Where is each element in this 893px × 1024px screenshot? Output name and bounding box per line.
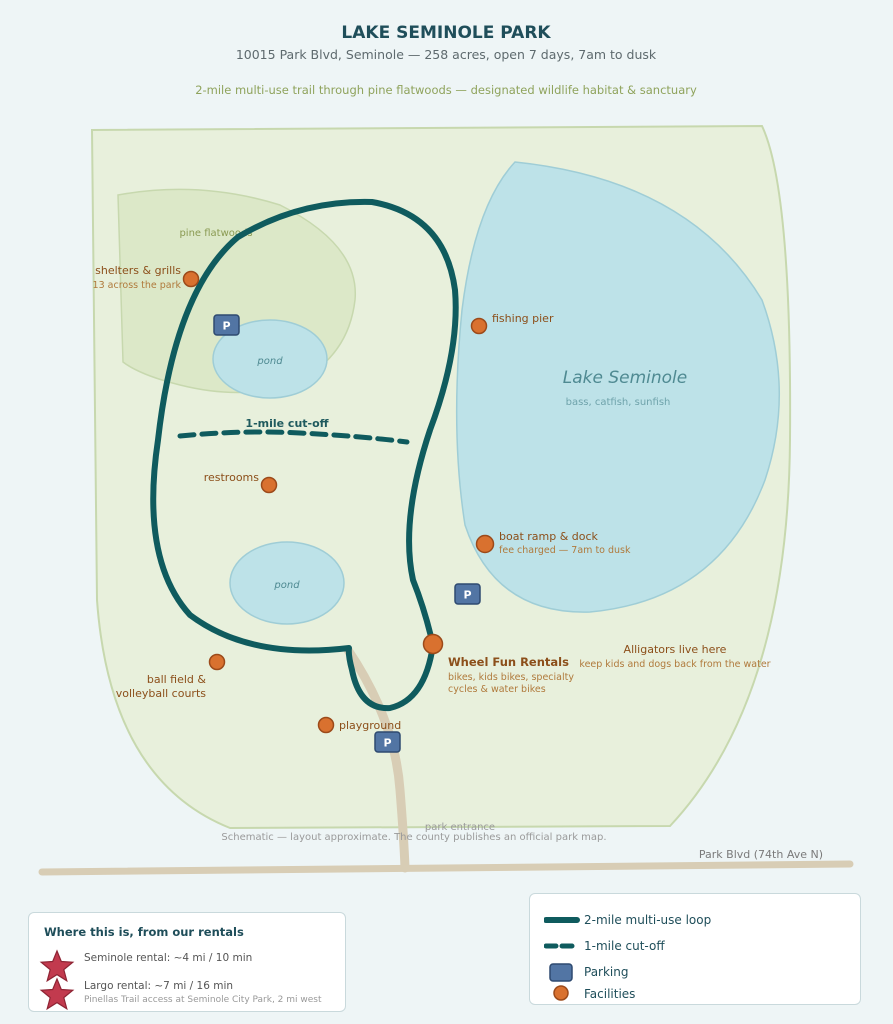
wheel-fun-marker[interactable] <box>422 633 444 655</box>
pond-north-label: pond <box>256 356 283 367</box>
legend-loop-label: 2-mile multi-use loop <box>584 913 712 927</box>
parking-symbol: P <box>222 320 230 333</box>
page-tagline: 2-mile multi-use trail through pine flat… <box>195 83 697 97</box>
pond-south-label: pond <box>273 580 300 591</box>
fishing-pier-marker[interactable] <box>470 317 488 335</box>
page-title: LAKE SEMINOLE PARK <box>341 23 551 43</box>
playground-label: playground <box>339 719 401 732</box>
fishing-pier-label: fishing pier <box>492 312 554 325</box>
parking-symbol: P <box>383 737 391 750</box>
star-icon <box>39 949 75 983</box>
largo-rental-distance: Largo rental: ~7 mi / 16 min <box>84 980 234 992</box>
wheel-fun-title: Wheel Fun Rentals <box>448 655 569 669</box>
alligator-warning-sub: keep kids and dogs back from the water <box>579 659 770 670</box>
wheel-fun-line2: cycles & water bikes <box>448 684 546 695</box>
parking-symbol: P <box>463 589 471 602</box>
entrance-path <box>343 645 410 873</box>
cutoff-label: 1-mile cut-off <box>245 417 328 430</box>
star-icon <box>39 977 75 1011</box>
park-blvd-road <box>38 860 854 876</box>
ball-field-marker[interactable] <box>208 653 226 671</box>
schematic-note: Schematic — layout approximate. The coun… <box>221 832 606 843</box>
lake-seminole <box>455 161 780 613</box>
multi-use-loop-trail[interactable] <box>150 198 459 712</box>
cutoff-trail[interactable] <box>177 429 410 445</box>
boat-ramp-sub: fee charged — 7am to dusk <box>499 545 631 556</box>
ball-field-line1: ball field & <box>147 673 207 686</box>
shelters-label: shelters & grills <box>95 264 181 277</box>
legend-parking-label: Parking <box>584 965 629 979</box>
parking-marker-north[interactable]: P <box>213 314 240 336</box>
pond-south <box>229 541 345 625</box>
facility-dot-icon <box>553 985 569 1001</box>
restrooms-marker[interactable] <box>260 476 278 494</box>
page-subtitle: 10015 Park Blvd, Seminole — 258 acres, o… <box>236 47 657 62</box>
boat-ramp-marker[interactable] <box>475 534 495 554</box>
parking-marker-east[interactable]: P <box>454 583 481 605</box>
pinellas-trail-note: Pinellas Trail access at Seminole City P… <box>84 995 322 1005</box>
entrance-label: park entrance <box>425 822 495 833</box>
legend-cutoff-label: 1-mile cut-off <box>584 939 665 953</box>
alligator-warning-title: Alligators live here <box>624 643 727 656</box>
lake-fish: bass, catfish, sunfish <box>566 397 671 408</box>
shelters-marker[interactable] <box>182 270 200 288</box>
pine-flatwoods-label: pine flatwoods <box>179 228 252 239</box>
ball-field-line2: volleyball courts <box>116 687 207 700</box>
loop-line-icon <box>544 917 580 923</box>
dashed-line-icon <box>544 943 580 949</box>
map-legend: 2-mile multi-use loop 1-mile cut-off Par… <box>529 893 861 1005</box>
road-label: Park Blvd (74th Ave N) <box>699 848 823 861</box>
rentals-card-title: Where this is, from our rentals <box>44 925 244 939</box>
pond-north <box>212 319 328 399</box>
playground-marker[interactable] <box>317 716 335 734</box>
parking-icon <box>549 963 573 982</box>
shelters-sub: 13 across the park <box>93 280 182 291</box>
wheel-fun-line1: bikes, kids bikes, specialty <box>448 672 574 683</box>
lake-name: Lake Seminole <box>563 368 688 388</box>
seminole-rental-distance: Seminole rental: ~4 mi / 10 min <box>84 952 253 964</box>
restrooms-label: restrooms <box>204 471 260 484</box>
parking-marker-south[interactable]: P <box>374 731 401 753</box>
rentals-distance-card: Where this is, from our rentals Seminole… <box>28 912 346 1012</box>
boat-ramp-label: boat ramp & dock <box>499 530 599 543</box>
legend-facilities-label: Facilities <box>584 987 636 1001</box>
